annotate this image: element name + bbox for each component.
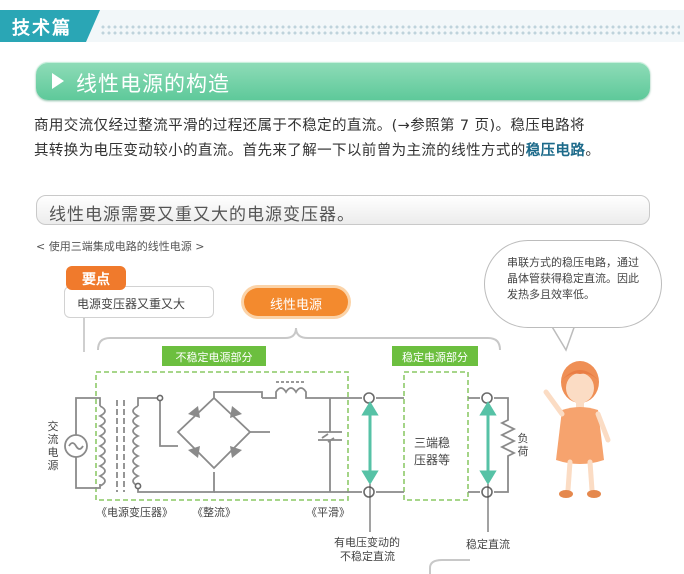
play-triangle-icon xyxy=(52,73,64,89)
terminals xyxy=(134,392,493,498)
ac-source-label: 交流电源 xyxy=(47,420,59,472)
intro-paragraph: 商用交流仅经过整流平滑的过程还属于不稳定的直流。(→参照第 7 页)。稳压电路将… xyxy=(34,114,654,164)
bridge-diamond xyxy=(176,396,252,470)
presenter-character-icon xyxy=(543,361,611,498)
diodes xyxy=(188,406,242,458)
intro-highlight-term: 稳压电路 xyxy=(525,143,586,159)
linear-power-badge: 线性电源 xyxy=(244,288,348,316)
stable-part-tag: 稳定电源部分 xyxy=(392,346,478,366)
subsection-title: 线性电源需要又重又大的电源变压器。 xyxy=(49,205,355,225)
intro-line-1: 商用交流仅经过整流平滑的过程还属于不稳定的直流。(→参照第 7 页)。稳压电路将 xyxy=(34,118,585,134)
label-leaders xyxy=(369,484,489,532)
terminal-wires xyxy=(376,397,480,493)
subsection-title-bar: 线性电源需要又重又大的电源变压器。 xyxy=(36,195,650,225)
intro-line-2-prefix: 其转换为电压变动较小的直流。首先来了解一下以前曾为主流的线性方式的 xyxy=(34,143,526,159)
primary-coil xyxy=(97,405,106,487)
load-resistor xyxy=(494,397,517,493)
output-wires xyxy=(330,397,362,493)
regulator-label-line-2: 压器等 xyxy=(414,453,451,467)
linear-power-bracket xyxy=(97,327,501,351)
intro-line-2: 其转换为电压变动较小的直流。首先来了解一下以前曾为主流的线性方式的稳压电路。 xyxy=(34,139,654,164)
transformer-core xyxy=(116,400,125,492)
header-tab-label: 技术篇 xyxy=(12,18,72,39)
transformer-label: 《电源变压器》 xyxy=(96,506,173,519)
bottom-bracket xyxy=(429,559,470,574)
stable-dc-label: 稳定直流 xyxy=(466,538,510,551)
header-dot-pattern xyxy=(100,24,680,36)
speech-bubble: 串联方式的稳压电路，通过晶体管获得稳定直流。因此发热多且效率低。 xyxy=(484,240,662,328)
section-title: 线性电源的构造 xyxy=(76,72,230,96)
stable-part-box xyxy=(403,371,469,501)
unstable-part-tag: 不稳定电源部分 xyxy=(162,346,266,366)
key-point-tag: 要点 xyxy=(66,266,126,290)
diagram-caption: < 使用三端集成电路的线性电源 > xyxy=(36,240,205,253)
unstable-part-label: 不稳定电源部分 xyxy=(175,351,253,364)
smoothing-label: 《平滑》 xyxy=(306,506,350,519)
inductor xyxy=(262,387,330,399)
unstable-dc-label-line-1: 有电压变动的 xyxy=(334,536,400,549)
unstable-dc-label-line-2: 不稳定直流 xyxy=(340,550,395,563)
secondary-coil xyxy=(132,405,141,487)
capacitor-mark xyxy=(321,433,335,443)
unstable-part-box xyxy=(95,371,349,501)
bridge-wires xyxy=(213,391,270,433)
load-label: 负荷 xyxy=(517,432,529,458)
regulator-label-line-1: 三端稳 xyxy=(414,436,451,450)
linear-power-badge-label: 线性电源 xyxy=(269,298,322,313)
speech-bubble-text: 串联方式的稳压电路，通过晶体管获得稳定直流。因此发热多且效率低。 xyxy=(507,256,639,301)
intro-line-2-suffix: 。 xyxy=(585,143,601,159)
key-point-box: 电源变压器又重又大 xyxy=(64,286,214,318)
voltage-arrows xyxy=(361,401,497,485)
key-point-tag-label: 要点 xyxy=(82,272,110,288)
section-title-bar: 线性电源的构造 xyxy=(36,62,650,100)
key-point-text: 电源变压器又重又大 xyxy=(77,297,186,311)
secondary-wires xyxy=(137,397,215,493)
stable-part-label: 稳定电源部分 xyxy=(402,351,468,364)
header-tab[interactable]: 技术篇 xyxy=(0,10,100,42)
ac-wave xyxy=(68,442,84,450)
rectifier-label: 《整流》 xyxy=(192,506,236,519)
